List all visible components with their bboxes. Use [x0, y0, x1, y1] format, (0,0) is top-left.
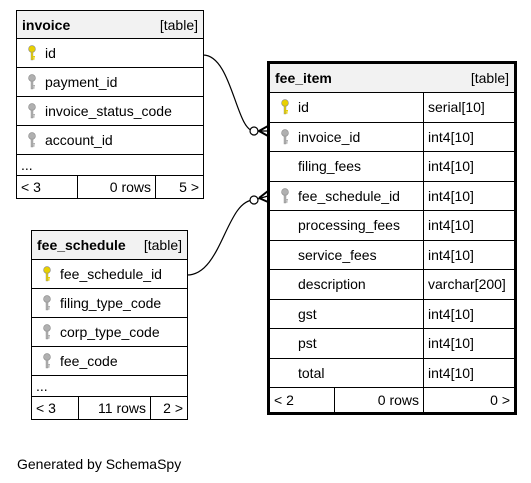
foreign-key-icon	[276, 129, 294, 145]
parents-link[interactable]: < 3	[36, 400, 56, 416]
row-count: 0 rows	[334, 388, 423, 412]
column-row[interactable]: corp_type_code	[32, 318, 187, 347]
column-row[interactable]: fee_code	[32, 347, 187, 376]
primary-key-icon	[23, 45, 41, 61]
column-row[interactable]: invoice_id int4[10]	[270, 122, 514, 152]
link-invoice-to-fee-item	[202, 54, 268, 132]
column-row[interactable]: filing_fees int4[10]	[270, 152, 514, 182]
column-name: invoice_status_code	[45, 103, 172, 119]
table-header[interactable]: invoice [table]	[17, 11, 203, 39]
link-invoice-optional-marker	[249, 126, 259, 136]
column-name: fee_schedule_id	[60, 266, 162, 282]
column-type: int4[10]	[423, 122, 514, 151]
column-row[interactable]: account_id	[17, 126, 203, 155]
foreign-key-icon	[38, 353, 56, 369]
link-fee-schedule-optional-marker	[249, 195, 259, 205]
column-row[interactable]: total int4[10]	[270, 358, 514, 388]
column-name: filing_fees	[298, 158, 362, 175]
table-kind: [table]	[470, 70, 509, 86]
column-row[interactable]: gst int4[10]	[270, 299, 514, 329]
column-type: int4[10]	[423, 299, 514, 328]
column-name: id	[45, 45, 56, 61]
column-type: int4[10]	[423, 181, 514, 210]
link-fee-schedule-to-fee-item	[186, 195, 269, 276]
foreign-key-icon	[38, 324, 56, 340]
column-type: int4[10]	[423, 211, 514, 240]
link-fee-schedule-crowfoot	[258, 190, 269, 203]
column-row[interactable]: service_fees int4[10]	[270, 240, 514, 270]
column-row[interactable]: fee_schedule_id int4[10]	[270, 181, 514, 211]
table-footer: < 3 0 rows 5 >	[17, 176, 203, 198]
link-invoice-crowfoot	[258, 125, 269, 137]
column-name: pst	[298, 335, 317, 352]
table-header[interactable]: fee_schedule [table]	[32, 231, 187, 260]
column-name: description	[298, 276, 366, 293]
table-footer: < 3 11 rows 2 >	[32, 397, 187, 419]
foreign-key-icon	[38, 295, 56, 311]
row-count: 0 rows	[77, 176, 155, 198]
column-name: corp_type_code	[60, 324, 160, 340]
column-row[interactable]: invoice_status_code	[17, 97, 203, 126]
table-name: fee_schedule	[37, 237, 126, 253]
table-kind: [table]	[159, 16, 198, 33]
generated-by-label: Generated by SchemaSpy	[17, 456, 182, 472]
children-link[interactable]: 5 >	[155, 176, 203, 198]
column-type: int4[10]	[423, 329, 514, 358]
column-type: int4[10]	[423, 152, 514, 181]
column-name: gst	[298, 305, 317, 322]
more-columns: ...	[17, 155, 203, 176]
column-row[interactable]: id serial[10]	[270, 93, 514, 123]
parents-link[interactable]: < 3	[21, 179, 41, 195]
column-row[interactable]: pst int4[10]	[270, 329, 514, 359]
column-name: account_id	[45, 132, 113, 148]
column-row[interactable]: processing_fees int4[10]	[270, 211, 514, 241]
column-name: fee_code	[60, 353, 118, 369]
primary-key-icon	[276, 99, 294, 115]
column-row[interactable]: payment_id	[17, 68, 203, 97]
row-count: 11 rows	[78, 397, 150, 419]
column-name: processing_fees	[298, 217, 400, 234]
column-name: filing_type_code	[60, 295, 162, 311]
column-name: id	[298, 99, 309, 116]
foreign-key-icon	[23, 74, 41, 90]
table-header[interactable]: fee_item [table]	[270, 64, 514, 93]
column-row[interactable]: id	[17, 39, 203, 68]
foreign-key-icon	[23, 132, 41, 148]
column-row[interactable]: filing_type_code	[32, 289, 187, 318]
column-name: payment_id	[45, 74, 118, 90]
table-name: invoice	[22, 16, 71, 33]
column-type: int4[10]	[423, 240, 514, 269]
table-footer: < 2 0 rows 0 >	[270, 388, 514, 412]
table-name: fee_item	[275, 70, 332, 86]
column-name: total	[298, 364, 325, 381]
column-name: service_fees	[298, 246, 377, 263]
more-columns: ...	[32, 376, 187, 397]
column-name: fee_schedule_id	[298, 187, 400, 204]
children-link[interactable]: 0 >	[423, 388, 514, 412]
column-name: invoice_id	[298, 128, 361, 145]
foreign-key-icon	[23, 103, 41, 119]
primary-key-icon	[38, 266, 56, 282]
column-type: varchar[200]	[423, 270, 514, 299]
column-type: serial[10]	[423, 93, 514, 122]
table-invoice[interactable]: invoice [table] id payment_id invoice_stat…	[16, 10, 204, 199]
column-type: int4[10]	[423, 358, 514, 387]
column-row[interactable]: description varchar[200]	[270, 270, 514, 300]
parents-link[interactable]: < 2	[274, 392, 294, 408]
column-row[interactable]: fee_schedule_id	[32, 260, 187, 289]
table-kind: [table]	[143, 237, 182, 253]
foreign-key-icon	[276, 188, 294, 204]
children-link[interactable]: 2 >	[150, 397, 187, 419]
